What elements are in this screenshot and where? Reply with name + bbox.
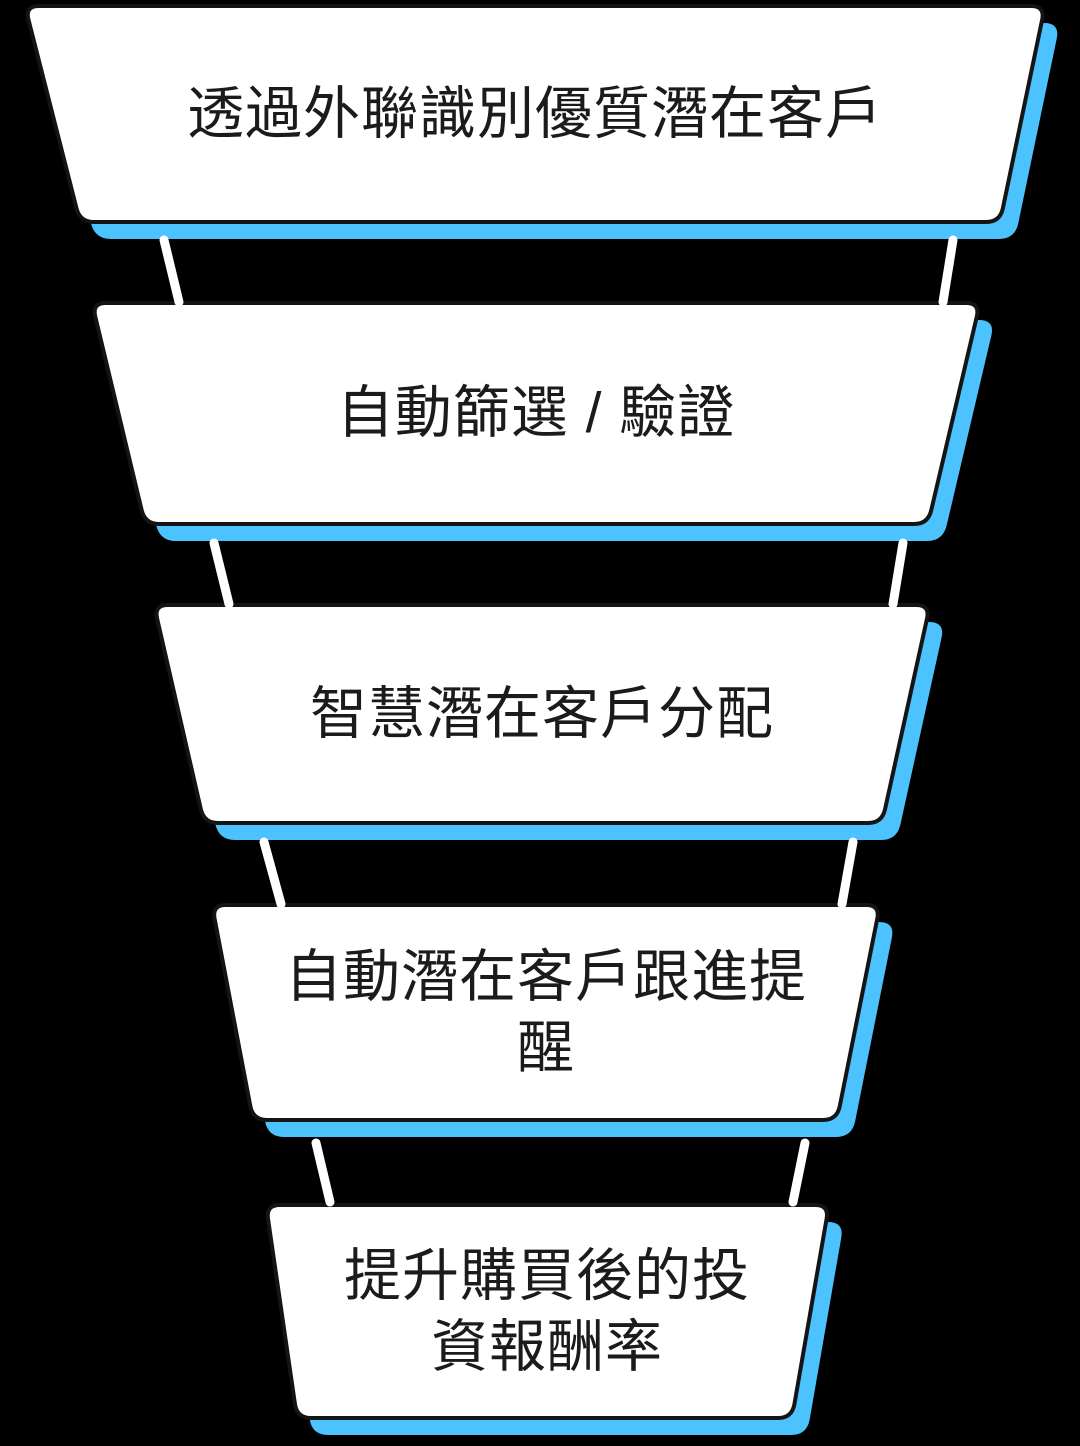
funnel-stage-2-shape xyxy=(92,301,993,541)
stage-1-panel xyxy=(25,3,1045,224)
funnel-connector-line-1 xyxy=(159,235,184,307)
funnel-connector-line-4 xyxy=(888,538,908,609)
funnel-connector-line-3 xyxy=(209,538,234,609)
funnel-connector-line-8 xyxy=(788,1138,810,1207)
stage-2-panel xyxy=(92,301,980,526)
funnel-stage-4-shape xyxy=(212,903,893,1137)
funnel-connector-line-7 xyxy=(311,1138,335,1207)
funnel-connector-line-6 xyxy=(837,837,858,909)
funnel-connector-line-5 xyxy=(259,837,286,909)
stage-3-panel xyxy=(154,603,930,825)
stage-5-panel xyxy=(265,1203,829,1420)
funnel-stage-1-shape xyxy=(25,3,1058,239)
funnel-connector-line-2 xyxy=(938,235,958,307)
stage-4-panel xyxy=(212,903,880,1122)
funnel-stage-5-shape xyxy=(265,1203,842,1435)
funnel-stage-3-shape xyxy=(154,603,943,840)
